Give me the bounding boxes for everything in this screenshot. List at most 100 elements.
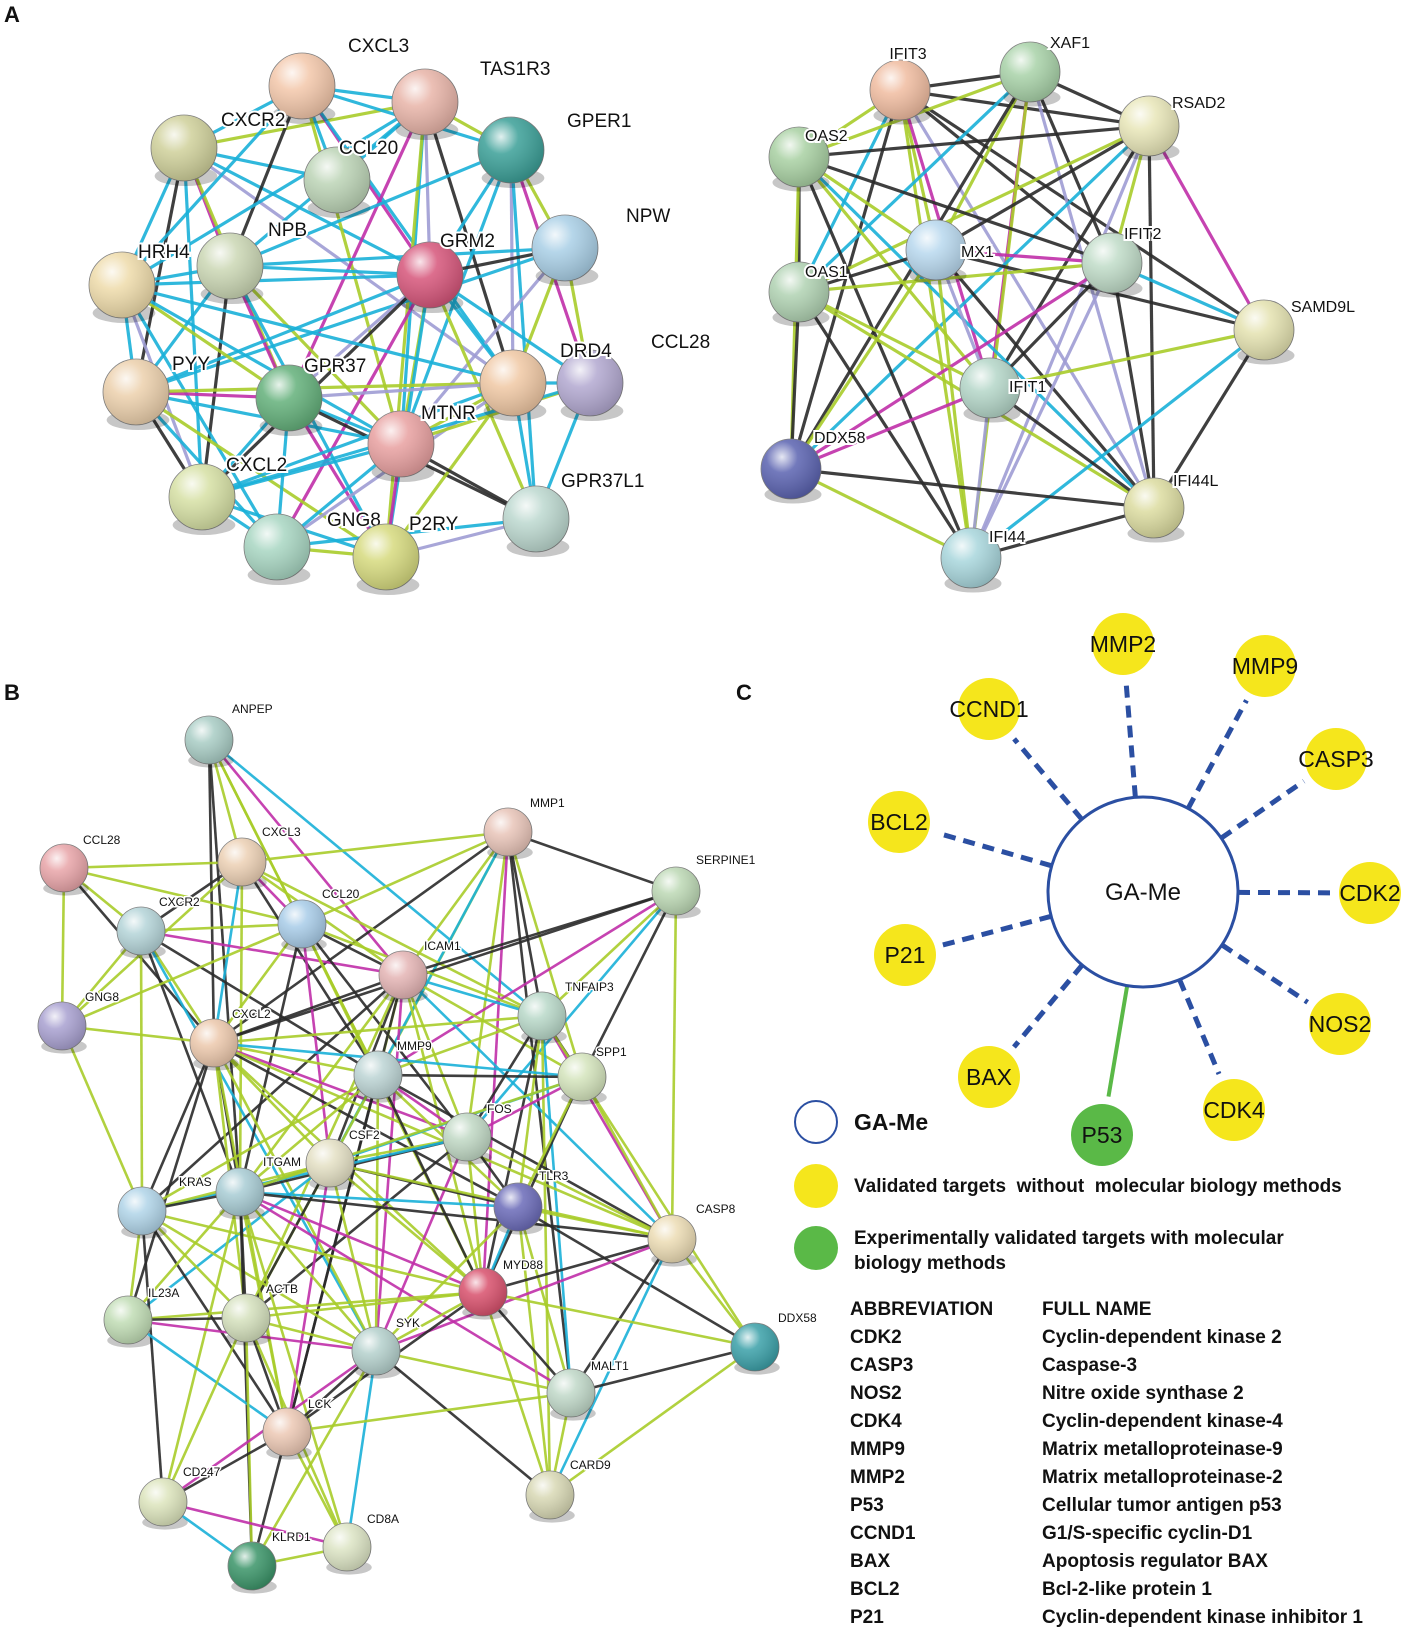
a-left-node-label-ccl20: CCL20	[339, 138, 398, 159]
a-right-edge	[797, 155, 992, 390]
b-edge	[63, 866, 303, 926]
full-name-cell: Matrix metalloproteinase-2	[1042, 1467, 1283, 1488]
b-node-label-il23a: IL23A	[148, 1286, 179, 1300]
a-right-node-gloss-samd9l	[1234, 300, 1294, 360]
abbreviation-row: CASP3 Caspase-3	[850, 1352, 1410, 1380]
panel-label-b: B	[4, 680, 20, 705]
a-right-node-gloss-mx1	[906, 220, 966, 280]
edges-b	[60, 738, 757, 1568]
a-left-edge	[182, 147, 204, 498]
b-edge	[213, 889, 677, 1045]
network-panel-a-right: IFIT3XAF1RSAD2OAS2MX1IFIT2OAS1SAMD9LIFIT…	[760, 33, 1357, 593]
b-edge	[239, 1190, 572, 1395]
b-edge	[374, 1136, 469, 1352]
legend-item-validated: Validated targets without molecular biol…	[794, 1164, 1342, 1208]
link-p53	[1106, 985, 1130, 1097]
b-edge	[376, 1074, 485, 1293]
a-left-node-label-grm2: GRM2	[440, 231, 495, 252]
target-node-bax	[958, 1046, 1020, 1108]
b-edge	[569, 1238, 674, 1394]
b-edge	[213, 1041, 379, 1077]
b-edge	[506, 831, 544, 1017]
abbreviation-cell: MMP2	[850, 1467, 905, 1488]
a-left-edge	[121, 273, 431, 287]
a-left-edge	[287, 101, 427, 399]
network-panel-b: ANPEPMMP1CCL28CXCL3SERPINE1CXCR2CCL20ICA…	[37, 701, 819, 1594]
a-right-edge	[790, 386, 991, 471]
legend-swatch-validated	[794, 1164, 838, 1208]
target-label-mmp2: MMP2	[1090, 631, 1156, 657]
target-node-cdk4	[1203, 1079, 1265, 1141]
b-edge	[141, 974, 404, 1212]
b-node-gloss-ddx58	[731, 1323, 779, 1371]
a-right-node-label-ifit2: IFIT2	[1124, 226, 1161, 243]
b-node-label-actb: ACTB	[266, 1282, 298, 1296]
a-left-edge	[509, 149, 538, 520]
b-edge	[139, 930, 144, 1212]
a-left-node-label-drd4: DRD4	[560, 341, 612, 362]
a-right-edge	[790, 467, 1155, 510]
b-node-label-fos: FOS	[487, 1102, 512, 1116]
b-edge	[239, 1190, 519, 1209]
a-left-node-label-ccl28: CCL28	[651, 332, 710, 353]
b-edge	[300, 923, 469, 1138]
b-node-label-tnfaip3: TNFAIP3	[565, 980, 614, 994]
a-right-edge	[934, 248, 1156, 510]
b-edge	[580, 890, 678, 1078]
a-left-edge	[288, 381, 514, 400]
a-left-node-gloss-cxcl3	[269, 53, 335, 119]
a-left-node-label-p2ry: P2RY	[409, 514, 459, 535]
a-right-edge	[1147, 125, 1156, 509]
a-right-node-gloss-rsad2	[1119, 96, 1179, 156]
a-left-edge	[135, 381, 514, 394]
abbreviation-cell: CASP3	[850, 1355, 914, 1376]
b-edge	[517, 1205, 756, 1349]
b-node-gloss-actb	[222, 1294, 270, 1342]
b-node-gloss-cd247	[139, 1478, 187, 1526]
target-node-bcl2	[868, 791, 930, 853]
center-node-label: GA-Me	[1105, 879, 1181, 906]
a-left-edge	[134, 147, 186, 393]
a-left-node-label-npb: NPB	[268, 220, 307, 241]
b-edge	[213, 1042, 331, 1164]
edges-a-right	[789, 70, 1266, 560]
b-edge	[377, 1014, 543, 1077]
b-edge	[141, 1209, 377, 1353]
a-right-edge	[790, 467, 972, 560]
b-edge	[139, 930, 378, 1352]
a-right-node-gloss-ifi44l	[1124, 478, 1184, 538]
b-node-label-cd8a: CD8A	[367, 1512, 399, 1526]
b-node-gloss-mmp1	[484, 808, 532, 856]
b-edge	[161, 1317, 248, 1503]
abbreviation-cell: P53	[850, 1495, 884, 1516]
full-name-cell: Caspase-3	[1042, 1355, 1138, 1376]
a-left-node-gloss-gng8	[244, 514, 310, 580]
full-name-cell: Cellular tumor antigen p53	[1042, 1495, 1282, 1516]
a-left-edge	[183, 100, 426, 150]
a-right-edge	[789, 89, 902, 470]
a-right-edge	[1110, 262, 1156, 509]
full-name-cell: Bcl-2-like protein 1	[1042, 1579, 1212, 1600]
b-edge	[127, 1191, 241, 1321]
b-node-gloss-anpep	[185, 716, 233, 764]
b-node-gloss-cxcr2	[117, 907, 165, 955]
a-left-node-gloss-p2ry	[353, 524, 419, 590]
abbreviation-cell: NOS2	[850, 1383, 902, 1404]
b-edge	[375, 1349, 551, 1497]
full-name-cell: Cyclin-dependent kinase inhibitor 1	[1042, 1607, 1363, 1628]
b-edge	[481, 831, 510, 1293]
a-right-edge	[970, 506, 1155, 560]
b-node-gloss-card9	[526, 1471, 574, 1519]
a-right-node-label-rsad2: RSAD2	[1172, 95, 1225, 112]
a-left-node-gloss-hrh4	[89, 252, 155, 318]
legend-label-experimental: Experimentally validated targets with mo…	[854, 1228, 1284, 1274]
b-edge	[285, 1162, 332, 1433]
a-left-edge	[423, 101, 515, 384]
b-node-label-ccl20: CCL20	[322, 887, 360, 901]
full-name-cell: G1/S-specific cyclin-D1	[1042, 1523, 1253, 1544]
a-left-node-label-cxcl2: CXCL2	[226, 455, 287, 476]
